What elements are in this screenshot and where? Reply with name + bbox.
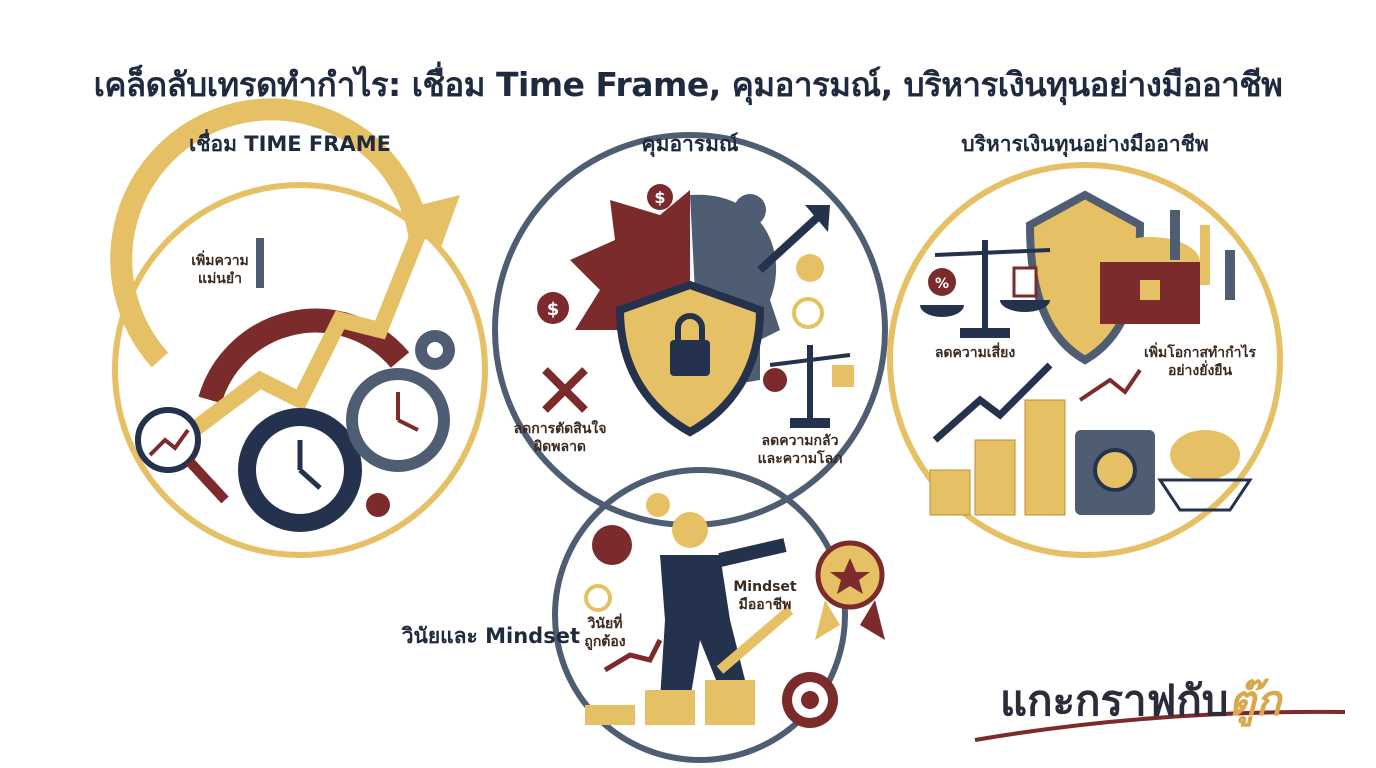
page-title: เคล็ดลับเทรดทำกำไร: เชื่อม Time Frame, ค… [93, 65, 1283, 104]
dollar-icons: $ $ [537, 184, 673, 324]
scale-icon [763, 345, 854, 428]
piggy-bank-icon [1157, 430, 1253, 512]
money-management-illustration: % [887, 162, 1283, 558]
target-icon [782, 672, 838, 728]
treasure-chest-icon [1100, 237, 1200, 324]
label-accuracy: เพิ่มความ แม่นยำ [191, 253, 249, 287]
section-heading-emotion: คุมอารมณ์ [641, 132, 739, 156]
brand-logo: แกะกราฟกับตู๊ก [1000, 668, 1281, 734]
dollar-icon: $ [547, 299, 560, 320]
discipline-mindset-illustration [552, 467, 885, 763]
section-heading-money: บริหารเงินทุนอย่างมืออาชีพ [961, 132, 1209, 156]
logo-accent-text: ตู๊ก [1228, 676, 1282, 725]
time-frame-illustration [110, 98, 488, 558]
label-reduce-fear-greed: ลดความกลัว และความโลภ [757, 433, 843, 467]
gear-icon [238, 408, 362, 532]
percent-icon: % [935, 276, 949, 292]
label-reduce-risk: ลดความเสี่ยง [934, 345, 1016, 361]
label-sustainable-profit: เพิ่มโอกาสทำกำไร อย่างยั่งยืน [1143, 345, 1257, 379]
coin-stacks-icon [585, 680, 755, 725]
award-medal-icon [815, 540, 885, 640]
magnifier-icon [135, 407, 229, 504]
dollar-icon: $ [654, 188, 665, 207]
label-pro-mindset: Mindset มืออาชีพ [733, 579, 797, 613]
clock-icon [346, 368, 450, 472]
section-heading-discipline: วินัยและ Mindset [401, 624, 580, 648]
section-heading-time-frame: เชื่อม TIME FRAME [189, 132, 391, 156]
safe-icon [1075, 430, 1155, 515]
x-mark-icon [542, 367, 588, 413]
scale-icon [920, 240, 1051, 338]
logo-text: แกะกราฟกับ [1000, 676, 1229, 725]
label-reduce-mistakes: ลดการตัดสินใจ ผิดพลาด [513, 421, 607, 455]
label-discipline: วินัยที่ ถูกต้อง [584, 616, 626, 650]
coin-stacks-icon [929, 399, 1066, 516]
